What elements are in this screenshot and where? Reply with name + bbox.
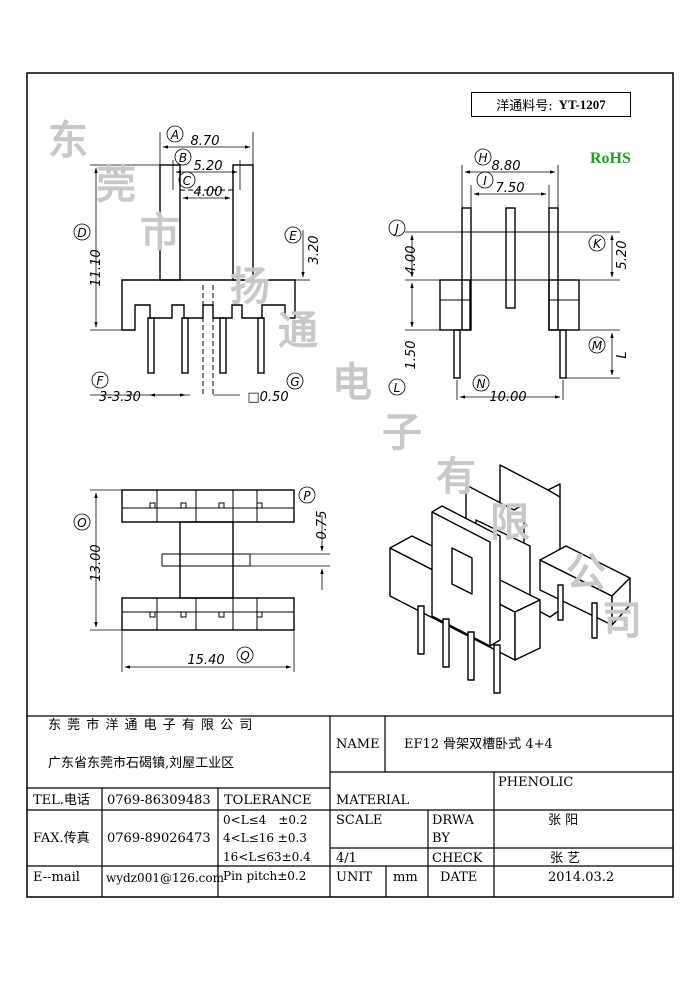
front-view xyxy=(121,164,296,395)
part-number-label: 洋通料号: xyxy=(496,99,553,114)
title-block-grid xyxy=(27,715,673,897)
front-view-labels: A B C D E F G xyxy=(73,125,304,390)
part-number-value: YT-1207 xyxy=(558,96,606,112)
dim-l: 1.50 xyxy=(404,341,419,370)
part-number-box: 洋通料号: YT-1207 xyxy=(471,92,631,117)
dim-g: □0.50 xyxy=(247,390,288,405)
svg-text:O: O xyxy=(77,516,86,530)
watermark-char: 公 xyxy=(566,550,606,596)
drawn-label: DRWA xyxy=(432,813,475,828)
svg-text:E: E xyxy=(289,229,297,243)
side-view-dims xyxy=(405,165,620,400)
scale-value: 4/1 xyxy=(336,851,357,866)
material-label: MATERIAL xyxy=(336,793,410,808)
rohs-mark: RoHS xyxy=(590,150,631,167)
checked-by-name: 张 艺 xyxy=(550,851,581,866)
dim-j: 4.00 xyxy=(404,246,419,275)
unit-value: mm xyxy=(393,870,418,885)
name-label: NAME xyxy=(336,737,380,752)
watermark-char: 限 xyxy=(490,500,530,546)
top-view-labels: O P Q xyxy=(73,486,316,664)
svg-text:I: I xyxy=(483,174,487,188)
drawn-by-label: BY xyxy=(432,831,450,846)
tolerance-row-3: 16<L≤63±0.4 xyxy=(223,850,311,864)
tolerance-row-4: Pin pitch±0.2 xyxy=(223,869,307,883)
tolerance-row-1: 0<L≤4 ±0.2 xyxy=(223,813,308,827)
unit-label: UNIT xyxy=(336,870,373,885)
tel-value: 0769-86309483 xyxy=(107,793,211,808)
watermark-char: 电 xyxy=(332,360,372,406)
dim-q: 15.40 xyxy=(187,653,224,668)
top-view-dims xyxy=(90,489,330,672)
dim-b: 5.20 xyxy=(194,159,223,174)
dim-f: 3-3.30 xyxy=(99,390,141,405)
dim-p: 0.75 xyxy=(315,511,330,540)
drawn-by-name: 张 阳 xyxy=(548,813,579,828)
fax-label: FAX.传真 xyxy=(33,831,90,846)
svg-text:L: L xyxy=(394,381,401,395)
fax-value: 0769-89026473 xyxy=(107,831,211,846)
side-view-labels: H I J K L M N xyxy=(388,148,606,396)
svg-text:J: J xyxy=(393,222,399,236)
watermark-char: 市 xyxy=(140,210,180,256)
dim-c: 4.00 xyxy=(194,185,223,200)
svg-text:D: D xyxy=(77,226,86,240)
svg-text:G: G xyxy=(290,375,299,389)
material-value: PHENOLIC xyxy=(498,775,574,790)
part-name: EF12 骨架双槽卧式 4+4 xyxy=(404,737,553,752)
svg-text:C: C xyxy=(183,174,192,188)
watermark-char: 莞 xyxy=(96,162,136,208)
tolerance-label: TOLERANCE xyxy=(224,793,312,808)
svg-text:Q: Q xyxy=(240,649,249,663)
dim-e: 3.20 xyxy=(307,236,322,265)
date-label: DATE xyxy=(440,870,478,885)
watermark-char: 有 xyxy=(436,454,476,500)
svg-text:B: B xyxy=(179,151,187,165)
dim-k: 5.20 xyxy=(615,241,630,270)
scale-label: SCALE xyxy=(336,813,383,828)
front-view-dims xyxy=(90,132,310,397)
top-view xyxy=(121,489,295,631)
company-name: 东 莞 市 洋 通 电 子 有 限 公 司 xyxy=(48,718,254,733)
watermark-char: 司 xyxy=(602,598,642,644)
svg-text:A: A xyxy=(170,128,179,142)
dim-i: 7.50 xyxy=(496,181,525,196)
svg-text:F: F xyxy=(97,374,105,388)
sheet-border xyxy=(26,72,674,898)
dim-n: 10.00 xyxy=(489,390,526,405)
email-value: wydz001@126.com xyxy=(106,871,225,885)
svg-text:H: H xyxy=(478,151,487,165)
svg-text:K: K xyxy=(593,237,602,251)
watermark-char: 扬 xyxy=(230,264,270,310)
dim-a: 8.70 xyxy=(191,134,220,149)
svg-text:P: P xyxy=(303,489,311,503)
date-value: 2014.03.2 xyxy=(548,870,615,885)
dim-m: L xyxy=(615,351,630,358)
watermark-char: 子 xyxy=(382,410,422,456)
dim-d: 11.10 xyxy=(89,249,104,286)
watermark-char: 通 xyxy=(278,308,318,354)
tel-label: TEL.电话 xyxy=(33,793,90,808)
check-label: CHECK xyxy=(432,851,483,866)
isometric-view xyxy=(389,464,631,694)
dim-o: 13.00 xyxy=(89,544,104,581)
tolerance-row-2: 4<L≤16 ±0.3 xyxy=(223,831,307,845)
watermark-char: 东 xyxy=(48,118,88,164)
dim-h: 8.80 xyxy=(492,159,521,174)
email-label: E--mail xyxy=(33,870,80,885)
side-view xyxy=(439,207,580,379)
svg-text:N: N xyxy=(477,377,486,391)
company-address: 广东省东莞市石碣镇,刘屋工业区 xyxy=(48,756,235,771)
svg-text:M: M xyxy=(592,339,603,353)
